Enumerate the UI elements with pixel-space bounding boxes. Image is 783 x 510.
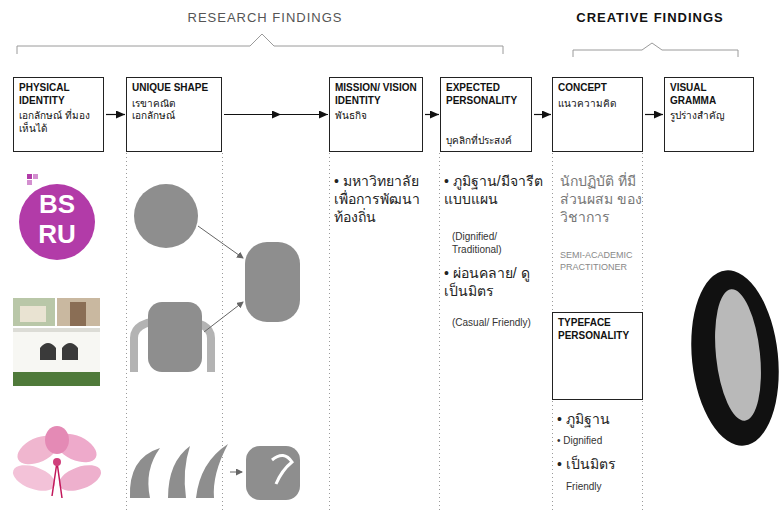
photo-large: [13, 328, 100, 386]
photo-window: [40, 343, 56, 360]
box-subtitle: บุคลิกที่ประสงค์: [446, 135, 526, 148]
petal-cutout: [272, 455, 292, 484]
photo-hedge: [13, 372, 100, 386]
dotted-line: [439, 153, 440, 510]
typeface-note: • Dignified: [557, 434, 647, 447]
leader-line: [198, 226, 243, 258]
geometric-circle: [134, 184, 198, 248]
gramma-outer: [683, 266, 783, 450]
photo-column: [70, 302, 86, 326]
flow-arrow: [224, 114, 328, 115]
photo-window: [62, 343, 78, 360]
box-subtitle: พันธกิจ: [335, 110, 417, 123]
box-heading: UNIQUE SHAPE: [132, 82, 216, 95]
petal: [45, 426, 69, 454]
logo-pixel: [27, 180, 32, 185]
petal: [56, 460, 105, 496]
box-subtitle: รูปร่างสำคัญ: [670, 110, 748, 123]
visual-box: VISUAL GRAMMA รูปร่างสำคัญ: [664, 77, 754, 152]
box-subtitle: เรขาคณิต เอกลักษณ์: [132, 98, 216, 123]
research-bracket: [17, 34, 503, 54]
logo-pixel: [33, 174, 38, 179]
typeface-note: Friendly: [566, 480, 656, 493]
petal-shape: [196, 444, 228, 498]
visual-gramma-shape: [683, 266, 783, 450]
concept-english: SEMI-ACADEMIC PRACTITIONER: [560, 250, 650, 273]
leader-line: [230, 472, 242, 473]
building-photo: [13, 298, 100, 386]
section-heading: RESEARCH FINDINGS: [160, 10, 370, 27]
photo-small-right: [57, 298, 100, 326]
logo-pixel: [27, 174, 32, 179]
box-heading: TYPEFACE PERSONALITY: [558, 317, 637, 342]
mission-text: • มหาวิทยาลัย เพื่อการพัฒนา ท้องถิ่น: [334, 172, 434, 227]
geometric-rounded-rect: [148, 302, 202, 372]
typeface-item: • ภูมิฐาน: [557, 410, 647, 428]
personality-note: (Casual/ Friendly): [452, 316, 542, 329]
logo-letters: RU: [19, 221, 95, 247]
personality-item: • ภูมิฐาน/มีจารีต แบบแผน: [444, 172, 548, 208]
flow-arrow: [645, 114, 663, 115]
box-heading: CONCEPT: [558, 82, 637, 95]
concept-text: นักปฏิบัติ ที่มีส่วนผสม ของวิชาการ: [560, 172, 650, 227]
photo-building-roof: [20, 306, 46, 322]
flower-center: [53, 458, 61, 466]
creative-bracket: [573, 43, 738, 57]
flow-arrow: [534, 114, 551, 115]
university-logo: [19, 174, 95, 260]
typeface-box: TYPEFACE PERSONALITY: [552, 312, 643, 400]
leader-line: [204, 302, 243, 332]
box-subtitle: เอกลักษณ์ ที่มองเห็นได้: [19, 110, 98, 135]
box-heading: VISUAL GRAMMA: [670, 82, 748, 107]
photo-wall: [13, 332, 100, 374]
merged-shape: [245, 242, 300, 322]
identity-box: PHYSICAL IDENTITY เอกลักษณ์ ที่มองเห็นได้: [13, 77, 104, 152]
personality-box: EXPECTED PERSONALITY บุคลิกที่ประสงค์: [440, 77, 532, 152]
dotted-line: [222, 153, 223, 510]
personality-item: • ผ่อนคลาย/ ดูเป็นมิตร: [444, 264, 548, 300]
flow-arrow: [106, 114, 125, 115]
merged-petal-shape: [246, 446, 300, 500]
flower-photo: [10, 426, 105, 498]
dotted-line: [126, 153, 127, 510]
logo-circle: [19, 184, 95, 260]
box-subtitle: แนวความคิด: [558, 98, 637, 111]
mission-box: MISSION/ VISION IDENTITY พันธกิจ: [329, 77, 423, 152]
concept-box: CONCEPT แนวความคิด: [552, 77, 643, 152]
shape-box: UNIQUE SHAPE เรขาคณิต เอกลักษณ์: [126, 77, 222, 152]
box-heading: EXPECTED PERSONALITY: [446, 82, 526, 107]
flow-arrow: [425, 114, 439, 115]
unique-shapes: [130, 184, 300, 500]
typeface-item: • เป็นมิตร: [557, 455, 647, 473]
box-heading: MISSION/ VISION IDENTITY: [335, 82, 417, 107]
stamen: [52, 462, 62, 498]
logo-letters: BS: [19, 191, 95, 217]
petal-shape: [130, 448, 160, 498]
petal: [10, 460, 59, 496]
box-heading: PHYSICAL IDENTITY: [19, 82, 98, 107]
personality-note: (Dignified/ Traditional): [452, 230, 542, 256]
section-heading: CREATIVE FINDINGS: [555, 10, 745, 27]
petal-shape: [168, 446, 190, 498]
gramma-inner: [709, 287, 767, 423]
dotted-line: [329, 153, 330, 510]
photo-small-left: [13, 298, 55, 326]
